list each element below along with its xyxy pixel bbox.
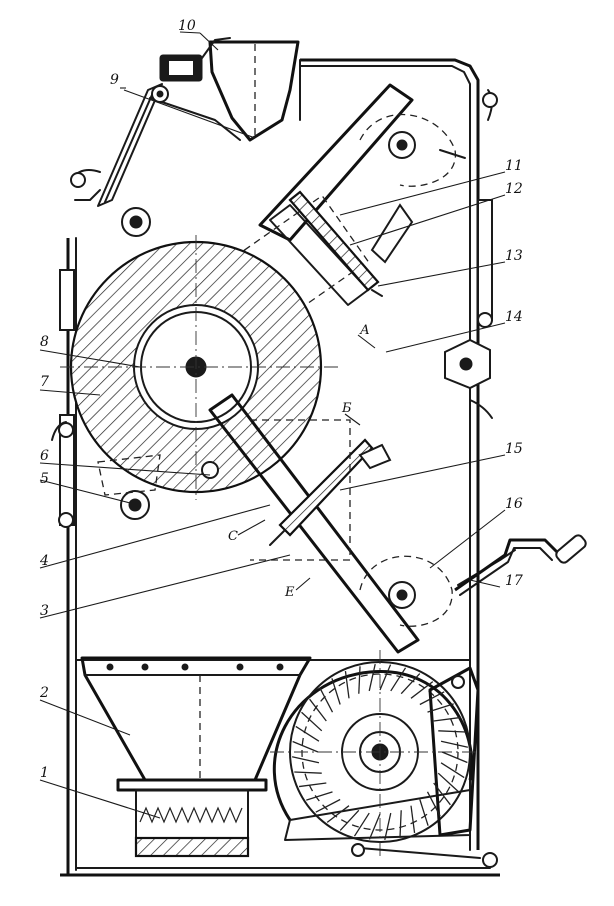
label-10: 10 — [178, 18, 196, 34]
left-brackets — [51, 269, 75, 528]
fan-blade — [410, 805, 416, 834]
fan-blade — [390, 667, 407, 692]
fan-blade — [368, 813, 381, 840]
label-5: 5 — [40, 471, 49, 487]
fan-blade — [306, 791, 333, 801]
upper-feed-channel — [243, 83, 466, 317]
right-brackets — [444, 89, 498, 419]
label-3: 3 — [40, 603, 49, 619]
label-4: 4 — [39, 553, 49, 569]
fan-blade — [433, 782, 451, 806]
crank-handle — [454, 534, 587, 596]
collection-tray — [116, 778, 268, 858]
fan-blade — [295, 725, 320, 742]
feed-hopper — [159, 37, 300, 142]
fan-blade — [384, 812, 392, 841]
fan-blade — [292, 740, 319, 753]
fan-blade — [309, 698, 327, 722]
fan-blade — [440, 740, 469, 748]
letter-E: Е — [284, 585, 295, 600]
label-15: 15 — [505, 441, 523, 457]
fan-blade — [301, 711, 323, 732]
lower-left-pulleys — [97, 207, 219, 520]
fan-blade — [368, 663, 376, 692]
label-2: 2 — [39, 685, 49, 701]
fan-blade — [339, 809, 360, 831]
fan-blade — [440, 762, 465, 779]
fan-blade — [315, 798, 341, 813]
fan-blade — [319, 687, 334, 713]
fan-blade — [433, 716, 462, 722]
lower-discharge-channel — [208, 393, 516, 654]
fan-blades — [291, 663, 469, 841]
fan-blade — [344, 670, 350, 699]
label-12: 12 — [505, 181, 523, 197]
fan-blade — [419, 799, 429, 826]
part-number-labels: 10 9 11 12 13 14 15 16 17 8 7 6 5 4 3 2 … — [39, 18, 523, 781]
letter-C: С — [228, 529, 238, 544]
label-8: 8 — [40, 334, 49, 350]
fan-blade — [400, 673, 421, 695]
label-11: 11 — [505, 158, 523, 174]
fan-blade — [358, 666, 361, 694]
fan-blade — [437, 772, 459, 793]
fan-blade — [410, 681, 434, 699]
fan-blade — [298, 782, 327, 788]
label-6: 6 — [40, 448, 49, 464]
label-1: 1 — [40, 765, 49, 781]
fan-blade — [399, 810, 402, 838]
blower-fan — [270, 650, 498, 868]
fan-blade — [353, 812, 370, 837]
label-17: 17 — [505, 573, 523, 589]
label-13: 13 — [505, 248, 523, 264]
label-7: 7 — [40, 374, 49, 390]
fan-blade — [426, 791, 441, 817]
letter-A: А — [359, 323, 370, 338]
label-16: 16 — [505, 496, 523, 512]
fan-blade — [441, 751, 468, 764]
fan-blade — [291, 756, 320, 764]
fan-blade — [331, 678, 341, 705]
leader-lines — [39, 31, 506, 819]
fan-blade — [379, 664, 392, 691]
fan-blade — [438, 730, 466, 733]
fan-blade — [294, 771, 322, 774]
label-9: 9 — [110, 72, 119, 88]
fan-blade — [419, 691, 445, 706]
fan-blade — [326, 805, 350, 823]
letter-B: Б — [341, 401, 352, 416]
fan-blade — [427, 703, 454, 713]
adjustment-linkage — [70, 83, 241, 207]
main-drum — [60, 235, 340, 500]
label-14: 14 — [505, 309, 523, 325]
letter-labels: А Б С Е — [228, 323, 370, 600]
